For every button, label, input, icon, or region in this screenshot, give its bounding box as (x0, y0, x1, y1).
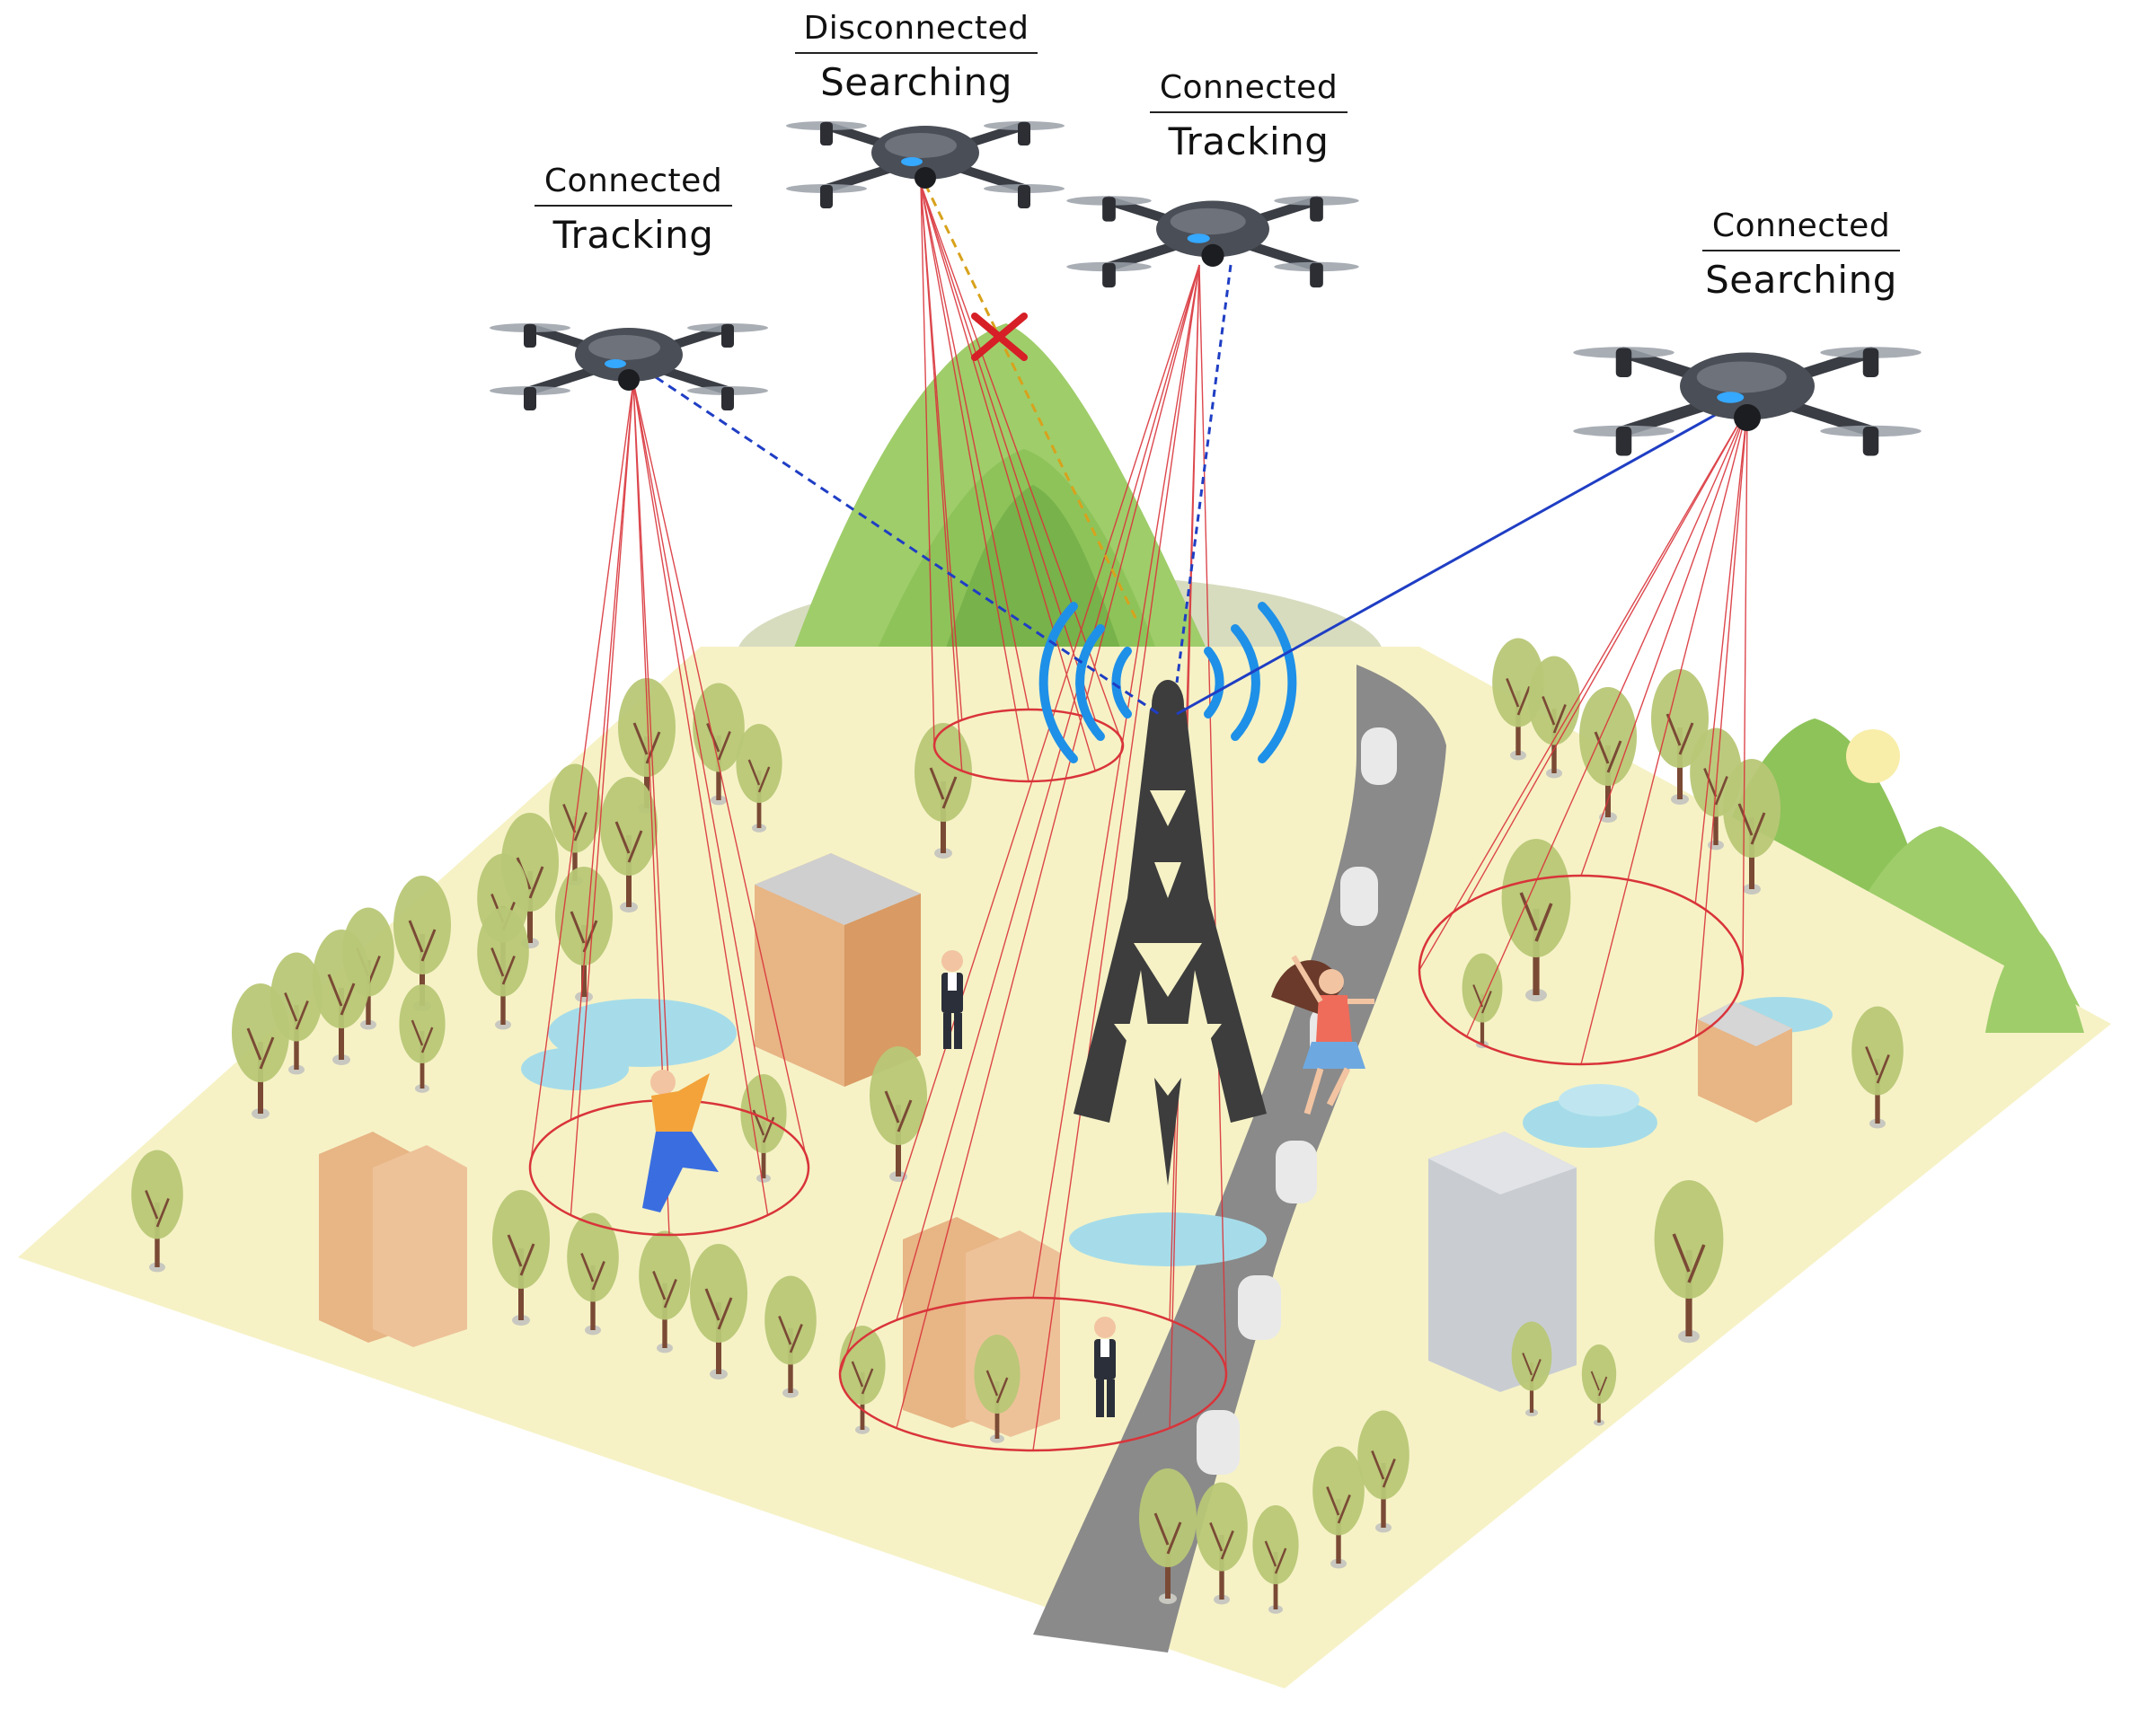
label-divider (1150, 111, 1348, 113)
uav-label-2: Disconnected Searching (795, 9, 1038, 106)
building (903, 1217, 1060, 1437)
road-marking (1238, 1275, 1281, 1340)
connection-status: Disconnected (795, 9, 1038, 48)
building (1428, 1132, 1577, 1392)
label-divider (1702, 250, 1900, 251)
connection-status: Connected (535, 162, 732, 201)
uav-label-3: Connected Tracking (1150, 68, 1348, 165)
building (319, 1132, 467, 1347)
road-marking (1276, 1141, 1317, 1203)
drone-icon (1066, 196, 1359, 287)
label-divider (535, 205, 732, 207)
uav-label-4: Connected Searching (1702, 207, 1900, 304)
connection-status: Connected (1150, 68, 1348, 108)
sun-icon (1846, 729, 1900, 783)
mode-status: Searching (795, 59, 1038, 106)
mode-status: Tracking (1150, 119, 1348, 165)
mode-status: Tracking (535, 212, 732, 259)
uav-label-1: Connected Tracking (535, 162, 732, 259)
road-marking (1340, 867, 1378, 926)
road-marking (1197, 1410, 1240, 1475)
drone-icon (490, 323, 768, 410)
mode-status: Searching (1702, 257, 1900, 304)
road-marking (1361, 727, 1397, 785)
connection-status: Connected (1702, 207, 1900, 246)
link-uav-4 (1177, 400, 1743, 714)
label-divider (795, 52, 1038, 54)
